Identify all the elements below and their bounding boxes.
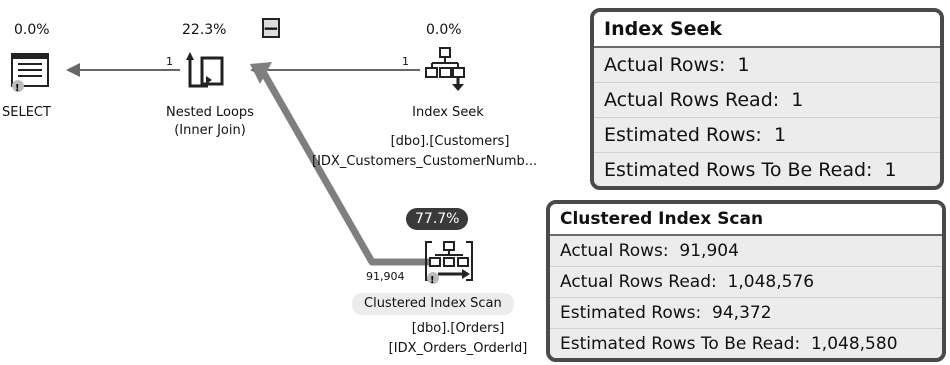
tooltip-row: Actual Rows: 91,904	[550, 236, 942, 267]
tooltip-row: Estimated Rows To Be Read: 1,048,580	[560, 334, 898, 354]
index-seek-index: [IDX_Customers_CustomerNumb...	[312, 154, 538, 169]
select-cost: 0.0%	[14, 22, 50, 38]
tooltip-row: Estimated Rows: 1	[594, 118, 940, 153]
rows-seek-to-nested: 1	[402, 55, 409, 68]
collapse-button[interactable]: −	[262, 16, 280, 40]
arrow-head-select	[66, 63, 80, 77]
clustered-scan-tooltip: Clustered Index Scan Actual Rows: 91,904…	[546, 200, 946, 362]
index-seek-table: [dbo].[Customers]	[390, 134, 510, 149]
index-seek-tooltip: Index Seek Actual Rows: 1 Actual Rows Re…	[590, 8, 944, 190]
clustered-scan-label: Clustered Index Scan	[352, 293, 514, 315]
tooltip-row: Actual Rows Read: 1,048,576	[550, 267, 942, 298]
clustered-scan-index: [IDX_Orders_OrderId]	[388, 341, 528, 356]
select-label: SELECT	[2, 105, 51, 120]
nested-loops-cost: 22.3%	[182, 22, 227, 38]
svg-text:!: !	[430, 275, 435, 286]
select-result-icon[interactable]: !	[10, 48, 52, 94]
rows-nested-to-select: 1	[166, 55, 173, 68]
tooltip-row: Actual Rows: 1	[594, 48, 940, 83]
clustered-scan-table: [dbo].[Orders]	[411, 321, 505, 336]
index-seek-cost: 0.0%	[426, 22, 462, 38]
clustered-index-scan-icon[interactable]: !	[424, 236, 474, 286]
clustered-scan-tooltip-title: Clustered Index Scan	[550, 204, 942, 236]
rows-scan-to-nested: 91,904	[366, 270, 405, 283]
tooltip-row: Estimated Rows: 94,372	[550, 298, 942, 329]
arrow-scan-to-nested	[258, 68, 430, 266]
nested-loops-label-line2: (Inner Join)	[174, 123, 246, 138]
tooltip-row: Actual Rows Read: 1	[594, 83, 940, 118]
nested-loops-label: Nested Loops (Inner Join)	[160, 104, 260, 140]
index-seek-label: Index Seek	[412, 105, 484, 120]
clustered-scan-cost-badge: 77.7%	[406, 208, 469, 230]
svg-text:!: !	[15, 83, 20, 94]
index-seek-icon[interactable]	[424, 44, 468, 92]
index-seek-tooltip-title: Index Seek	[594, 12, 940, 48]
arrow-head-nested-thick	[250, 62, 272, 84]
tooltip-row: Estimated Rows To Be Read: 1	[604, 159, 897, 181]
nested-loops-icon[interactable]	[184, 48, 230, 94]
nested-loops-label-line1: Nested Loops	[166, 105, 254, 120]
